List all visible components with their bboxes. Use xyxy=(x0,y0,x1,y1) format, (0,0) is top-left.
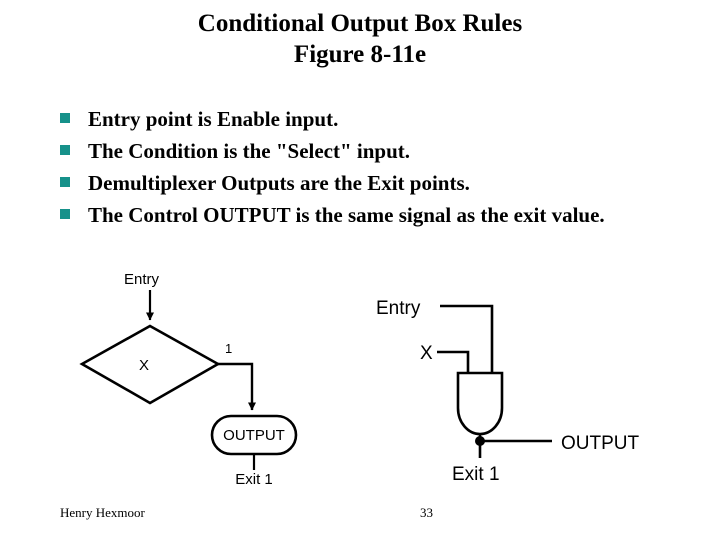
flowchart-diagram: Entry X 1 OUTPUT Exit 1 xyxy=(79,271,298,488)
list-item: The Control OUTPUT is the same signal as… xyxy=(60,200,660,230)
bullet-text: The Control OUTPUT is the same signal as… xyxy=(88,203,605,227)
footer-page-number: 33 xyxy=(420,505,433,520)
bullet-text: Demultiplexer Outputs are the Exit point… xyxy=(88,171,470,195)
list-item: Entry point is Enable input. xyxy=(60,104,660,134)
flowchart-entry-label: Entry xyxy=(124,271,160,288)
footer-author: Henry Hexmoor xyxy=(60,505,145,520)
x-wire xyxy=(437,350,470,373)
square-bullet-icon xyxy=(60,209,70,219)
logic-entry-label: Entry xyxy=(376,298,421,319)
figure-diagrams: Entry X 1 OUTPUT Exit 1 xyxy=(0,258,720,488)
list-item: The Condition is the "Select" input. xyxy=(60,136,660,166)
square-bullet-icon xyxy=(60,145,70,155)
title-line-1: Conditional Output Box Rules xyxy=(197,10,523,37)
entry-wire xyxy=(440,304,494,373)
logic-x-label: X xyxy=(420,343,433,364)
slide-footer: Henry Hexmoor 33 xyxy=(0,505,720,529)
bullet-list: Entry point is Enable input. The Conditi… xyxy=(60,104,660,232)
logic-gate-diagram: Entry X OUTPUT Exit 1 xyxy=(376,298,640,485)
and-gate-icon xyxy=(456,371,504,436)
list-item: Demultiplexer Outputs are the Exit point… xyxy=(60,168,660,198)
flowchart-exit-label: Exit 1 xyxy=(235,471,273,488)
page-title: Conditional Output Box Rules Figure 8-11… xyxy=(0,8,720,70)
logic-exit-label: Exit 1 xyxy=(452,464,500,485)
title-line-2: Figure 8-11e xyxy=(293,41,427,68)
branch-connector xyxy=(218,362,256,411)
bullet-text: Entry point is Enable input. xyxy=(88,107,339,131)
diagram-svg: Entry X 1 OUTPUT Exit 1 xyxy=(79,271,640,488)
bullet-text: The Condition is the "Select" input. xyxy=(88,139,411,163)
decision-diamond xyxy=(79,324,221,405)
square-bullet-icon xyxy=(60,113,70,123)
square-bullet-icon xyxy=(60,177,70,187)
branch-label: 1 xyxy=(225,341,232,356)
decision-label: X xyxy=(139,357,149,374)
output-box-label: OUTPUT xyxy=(223,427,285,444)
logic-output-label: OUTPUT xyxy=(561,433,640,454)
